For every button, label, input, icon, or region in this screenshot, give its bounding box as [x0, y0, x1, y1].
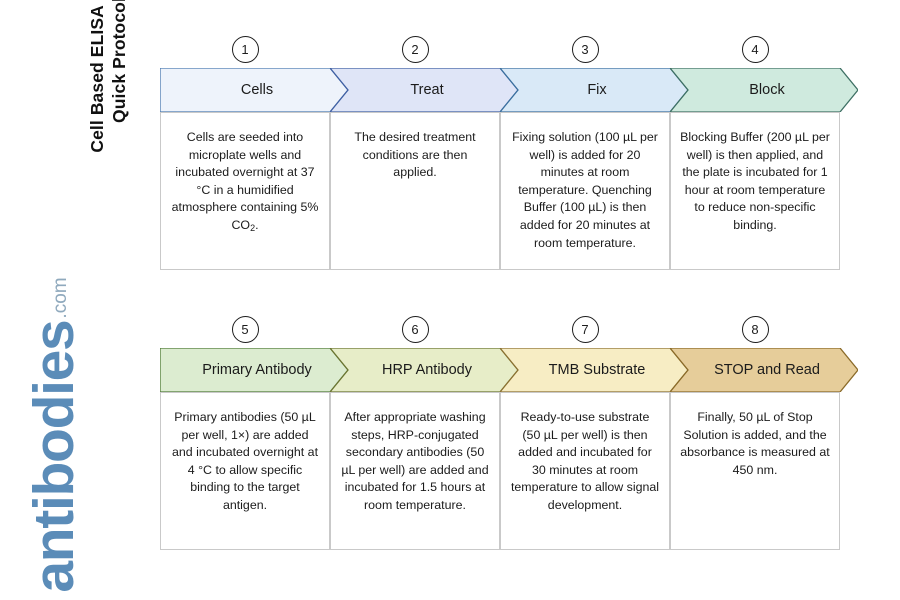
step-arrow-5[interactable]: Primary Antibody: [160, 348, 348, 392]
step-description-box-1: Cells are seeded into microplate wells a…: [160, 112, 330, 270]
step-description-box-7: Ready-to-use substrate (50 µL per well) …: [500, 392, 670, 550]
step-number-badge-7: 7: [571, 316, 599, 343]
step-description-box-5: Primary antibodies (50 µL per well, 1×) …: [160, 392, 330, 550]
step-number-badge-1: 1: [231, 36, 259, 63]
step-arrow-8[interactable]: STOP and Read: [670, 348, 858, 392]
step-descriptions-row-2: Primary antibodies (50 µL per well, 1×) …: [160, 392, 840, 550]
step-arrow-1[interactable]: Cells: [160, 68, 348, 112]
step-description-text-7: Ready-to-use substrate (50 µL per well) …: [510, 410, 660, 513]
protocol-row-1: 1 2 3 4 Cells Treat Fix Block Cells are seeded…: [160, 36, 858, 270]
step-arrow-label-7: TMB Substrate: [548, 362, 646, 378]
step-arrow-3[interactable]: Fix: [500, 68, 688, 112]
step-description-text-2: The desired treatment conditions are the…: [354, 130, 476, 180]
logo-domain-suffix: .com: [50, 277, 71, 319]
step-arrow-label-2: Treat: [410, 82, 444, 98]
step-arrows-row-1: Cells Treat Fix Block: [160, 68, 858, 112]
step-arrow-7[interactable]: TMB Substrate: [500, 348, 688, 392]
step-arrow-label-6: HRP Antibody: [381, 362, 472, 378]
step-description-box-8: Finally, 50 µL of Stop Solution is added…: [670, 392, 840, 550]
step-description-text-5: Primary antibodies (50 µL per well, 1×) …: [171, 410, 319, 513]
step-arrow-label-5: Primary Antibody: [202, 362, 312, 378]
step-arrow-label-3: Fix: [587, 82, 607, 98]
step-number-badge-2: 2: [401, 36, 429, 63]
step-description-text-6: After appropriate washing steps, HRP-con…: [341, 410, 489, 513]
step-description-box-3: Fixing solution (100 µL per well) is add…: [500, 112, 670, 270]
step-description-text-1: Cells are seeded into microplate wells a…: [171, 130, 319, 234]
step-badges-row-1: 1 2 3 4: [160, 36, 840, 68]
protocol-row-2: 5 6 7 8 Primary Antibody HRP Antibody TMB Sub…: [160, 316, 858, 550]
logo-wordmark: antibodies: [21, 320, 86, 593]
step-description-text-8: Finally, 50 µL of Stop Solution is added…: [680, 410, 830, 477]
page-title: Cell Based ELISA Kits Quick Protocol: [86, 0, 129, 153]
step-badges-row-2: 5 6 7 8: [160, 316, 840, 348]
step-number-badge-5: 5: [231, 316, 259, 343]
step-descriptions-row-1: Cells are seeded into microplate wells a…: [160, 112, 840, 270]
step-arrow-label-4: Block: [749, 82, 785, 98]
step-description-text-3: Fixing solution (100 µL per well) is add…: [512, 130, 658, 250]
step-arrow-6[interactable]: HRP Antibody: [330, 348, 518, 392]
brand-logo: antibodies .com: [0, 270, 86, 600]
step-number-badge-8: 8: [741, 316, 769, 343]
step-description-box-2: The desired treatment conditions are the…: [330, 112, 500, 270]
step-number-badge-6: 6: [401, 316, 429, 343]
step-description-box-6: After appropriate washing steps, HRP-con…: [330, 392, 500, 550]
step-description-text-4: Blocking Buffer (200 µL per well) is the…: [680, 130, 830, 233]
step-number-badge-3: 3: [571, 36, 599, 63]
step-description-box-4: Blocking Buffer (200 µL per well) is the…: [670, 112, 840, 270]
step-arrow-label-8: STOP and Read: [714, 362, 820, 378]
step-arrows-row-2: Primary Antibody HRP Antibody TMB Substrat…: [160, 348, 858, 392]
step-number-badge-4: 4: [741, 36, 769, 63]
step-arrow-2[interactable]: Treat: [330, 68, 518, 112]
step-arrow-label-1: Cells: [240, 82, 274, 98]
step-arrow-4[interactable]: Block: [670, 68, 858, 112]
